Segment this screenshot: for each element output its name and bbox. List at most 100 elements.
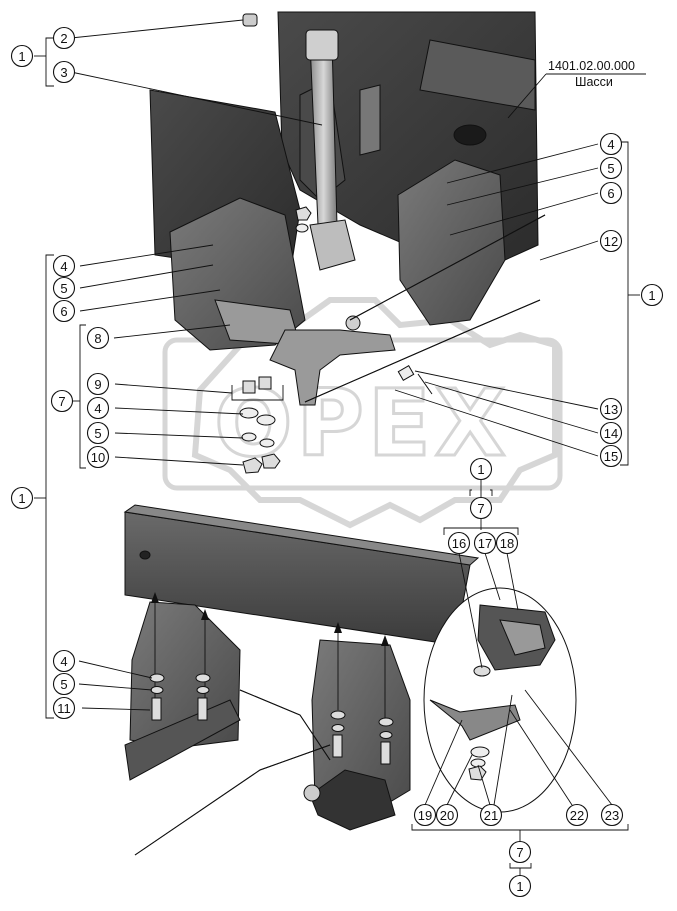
callout-label: 4 — [60, 654, 67, 669]
callout-label: 1 — [18, 49, 25, 64]
callout-label: 2 — [60, 31, 67, 46]
callout-5-l: 5 — [52, 276, 76, 300]
callout-circle — [508, 840, 532, 864]
callout-circle — [52, 696, 76, 720]
callout-13: 13 — [599, 397, 623, 421]
bolt-icon — [151, 697, 162, 721]
washer-icon — [256, 414, 276, 426]
callout-label: 4 — [94, 401, 101, 416]
callout-circle — [86, 396, 110, 420]
callout-circle — [435, 803, 459, 827]
callout-label: 5 — [60, 281, 67, 296]
callout-4-r: 4 — [599, 132, 623, 156]
callout-6-l: 6 — [52, 299, 76, 323]
callout-1-top: 1 — [10, 44, 34, 68]
callout-1-r: 1 — [640, 283, 664, 307]
bolt-icon — [242, 380, 256, 394]
callout-circle — [52, 672, 76, 696]
callout-4-b: 4 — [52, 649, 76, 673]
fastener-set-left — [231, 376, 284, 474]
callout-label: 7 — [516, 845, 523, 860]
callout-circle — [473, 531, 497, 555]
washer-icon — [239, 407, 259, 419]
callout-circle — [52, 649, 76, 673]
callout-circle — [447, 531, 471, 555]
callout-label: 5 — [607, 161, 614, 176]
assembly-code: 1401.02.00.000 — [548, 59, 635, 73]
assembly-reference: 1401.02.00.000 Шасси — [507, 59, 646, 119]
callout-circle — [86, 445, 110, 469]
callout-label: 6 — [607, 186, 614, 201]
callout-label: 19 — [418, 808, 432, 823]
callout-circle — [10, 44, 34, 68]
callout-circle — [600, 803, 624, 827]
callout-label: 1 — [648, 288, 655, 303]
callout-label: 5 — [60, 677, 67, 692]
callout-16: 16 — [447, 531, 471, 555]
callout-5-r: 5 — [599, 156, 623, 180]
callout-label: 15 — [604, 449, 618, 464]
chassis-frame-bottom — [123, 504, 480, 856]
callout-circle — [52, 60, 76, 84]
callout-label: 13 — [604, 402, 618, 417]
callout-label: 6 — [60, 304, 67, 319]
bolt-icon — [197, 697, 208, 721]
callout-circle — [52, 254, 76, 278]
callout-label: 23 — [605, 808, 619, 823]
callout-circle — [10, 486, 34, 510]
callout-label: 7 — [477, 501, 484, 516]
callout-circle — [599, 156, 623, 180]
callout-14: 14 — [599, 421, 623, 445]
callout-label: 18 — [500, 536, 514, 551]
washer-icon — [149, 673, 165, 683]
callout-label: 16 — [452, 536, 466, 551]
callout-label: 4 — [60, 259, 67, 274]
callout-1-bot: 1 — [508, 874, 532, 898]
bolt-icon — [258, 376, 272, 390]
leader-lines — [34, 19, 640, 876]
callout-2-top: 2 — [52, 26, 76, 50]
bolt-icon — [380, 741, 391, 765]
callout-7-mid: 7 — [469, 496, 493, 520]
callout-8: 8 — [86, 326, 110, 350]
callout-label: 3 — [60, 65, 67, 80]
callout-circle — [565, 803, 589, 827]
chassis-frame-top — [149, 11, 546, 474]
callout-circle — [599, 132, 623, 156]
callout-circle — [469, 496, 493, 520]
callout-label: 22 — [570, 808, 584, 823]
callout-15: 15 — [599, 444, 623, 468]
washer-icon — [378, 717, 394, 727]
callout-circle — [52, 299, 76, 323]
callout-label: 1 — [18, 491, 25, 506]
callout-label: 8 — [94, 331, 101, 346]
callout-circle — [599, 444, 623, 468]
callout-label: 1 — [516, 879, 523, 894]
callout-circle — [86, 326, 110, 350]
nut-icon — [261, 453, 281, 469]
washer-icon — [379, 731, 393, 739]
washer-icon — [150, 686, 164, 694]
callout-circle — [508, 874, 532, 898]
nut-icon — [242, 457, 263, 474]
washer-icon — [331, 724, 345, 732]
bell-crank-8 — [269, 329, 396, 406]
callout-4-l: 4 — [52, 254, 76, 278]
callout-label: 4 — [607, 137, 614, 152]
callout-19: 19 — [413, 803, 437, 827]
washer-icon — [259, 438, 275, 448]
callout-label: 1 — [477, 462, 484, 477]
detail-view — [423, 587, 577, 813]
callout-label: 20 — [440, 808, 454, 823]
callout-label: 10 — [91, 450, 105, 465]
callout-1-left: 1 — [10, 486, 34, 510]
callout-circle — [86, 372, 110, 396]
callout-12: 12 — [599, 229, 623, 253]
callout-11: 11 — [52, 696, 76, 720]
callout-label: 9 — [94, 377, 101, 392]
callout-5-l2: 5 — [86, 421, 110, 445]
callout-circle — [86, 421, 110, 445]
callout-22: 22 — [565, 803, 589, 827]
